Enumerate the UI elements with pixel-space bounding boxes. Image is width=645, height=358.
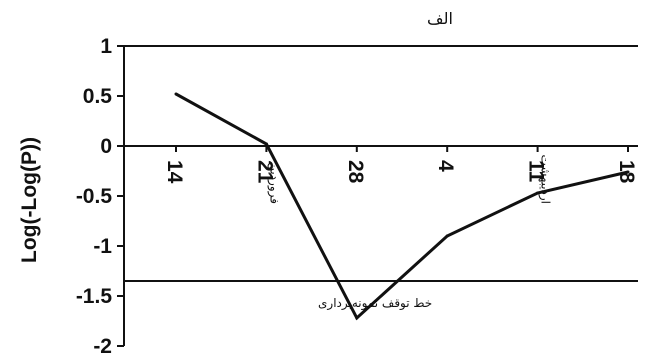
data-point (264, 142, 268, 146)
x-tick-label: 21 (253, 160, 276, 184)
y-axis-label: Log(-Log(P)) (18, 137, 41, 263)
y-tick-label: 1 (100, 35, 112, 58)
y-tick-label: 0 (100, 135, 112, 158)
x-tick-label: 28 (344, 160, 367, 184)
y-tick-label: -1.5 (76, 285, 113, 308)
month-label: اردیبهشت (538, 155, 553, 204)
chart-title: الف (427, 9, 453, 28)
data-point (445, 234, 449, 238)
month-annotations: فروردین اردیبهشت (266, 155, 552, 204)
data-point (174, 92, 178, 96)
x-tick-label: 14 (163, 160, 186, 184)
x-tick-label: 4 (434, 160, 457, 172)
y-ticks: 1 0.5 0 -0.5 -1 -1.5 -2 (76, 35, 124, 358)
series (174, 92, 630, 321)
data-point (536, 191, 540, 195)
y-tick-label: 0.5 (83, 85, 113, 108)
stop-sampling-label: خط توقف نمونه‌برداری (318, 296, 432, 311)
data-point (626, 170, 630, 174)
y-tick-label: -2 (93, 335, 112, 358)
y-tick-label: -1 (93, 235, 112, 258)
y-tick-label: -0.5 (76, 185, 113, 208)
month-label: فروردین (266, 162, 281, 204)
series-line (175, 92, 629, 321)
data-point (355, 316, 359, 320)
x-tick-label: 11 (525, 160, 548, 183)
